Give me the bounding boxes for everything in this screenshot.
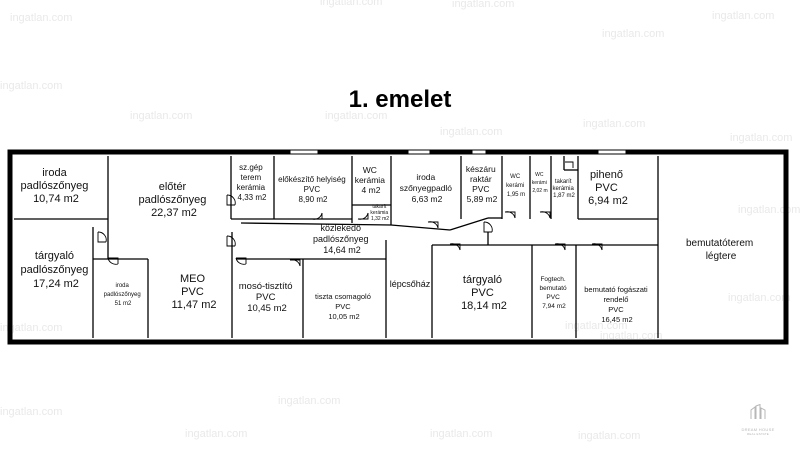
room-meo: MEO PVC 11,47 m2 — [171, 273, 216, 311]
watermark-text: ingatlan.com — [325, 110, 388, 122]
door-icon — [591, 243, 603, 251]
watermark-text: ingatlan.com — [320, 0, 383, 8]
watermark-text: ingatlan.com — [440, 126, 503, 138]
door-icon — [539, 211, 551, 219]
door-icon — [226, 235, 236, 247]
door-marks — [97, 161, 603, 267]
room-wc-1: WC kerámia 4 m2 — [355, 165, 388, 195]
room-wc-2: WC kerámi 1,95 m — [506, 174, 526, 198]
door-icon — [449, 243, 461, 251]
room-fogaszati-rendelo: bemutató fogászati rendelő PVC 16,45 m2 — [584, 285, 649, 324]
watermark-text: ingatlan.com — [730, 132, 793, 144]
watermark-text: ingatlan.com — [130, 110, 193, 122]
floor-title: 1. emelet — [348, 86, 452, 113]
door-icon — [427, 221, 439, 229]
room-targyalo-1: tárgyaló padlószőnyeg 17,24 m2 — [21, 250, 92, 290]
watermark-text: ingatlan.com — [602, 28, 665, 40]
room-bemutatoterem: bemutatóterem légtere — [686, 238, 756, 262]
door-icon — [565, 161, 574, 168]
room-wc-3: WC kerámi 2,02 m — [532, 172, 548, 194]
room-piheno: pihenő PVC 6,94 m2 — [588, 169, 628, 207]
logo-brand: DREAM HOUSE — [741, 427, 775, 432]
watermark-text: ingatlan.com — [0, 406, 63, 418]
watermark-text: ingatlan.com — [278, 395, 341, 407]
watermark-text: ingatlan.com — [565, 320, 628, 332]
door-icon — [357, 212, 369, 220]
watermark-text: ingatlan.com — [430, 428, 493, 440]
logo-subtitle: REAL ESTATE — [747, 432, 769, 436]
room-takarito-1: takarít kerámia 1,32 m2 — [370, 204, 389, 222]
door-icon — [289, 259, 301, 267]
door-icon — [107, 257, 119, 265]
building-icon — [750, 403, 766, 419]
room-targyalo-2: tárgyaló PVC 18,14 m2 — [461, 274, 507, 312]
room-iroda-2: iroda szőnyegpadló 6,63 m2 — [400, 172, 455, 204]
watermark-text: ingatlan.com — [712, 10, 775, 22]
watermark-text: ingatlan.com — [0, 322, 63, 334]
watermark-text: ingatlan.com — [452, 0, 515, 10]
room-lepcsohaz: lépcsőház — [390, 279, 431, 289]
door-icon — [483, 221, 493, 233]
room-elokeszito: előkészítő helyiség PVC 8,90 m2 — [278, 175, 348, 204]
room-takarito-2: takarít kerámia 1,87 m2 — [552, 179, 575, 199]
watermark-text: ingatlan.com — [728, 292, 791, 304]
room-fogtech-bemutato: Fogtech. bemutató PVC 7,94 m2 — [540, 276, 569, 310]
room-tiszta-csomagolo: tiszta csomagoló PVC 10,05 m2 — [315, 292, 373, 321]
door-icon — [235, 257, 247, 265]
room-eloter: előtér padlószőnyeg 22,37 m2 — [139, 181, 210, 219]
window-marks — [289, 149, 627, 155]
watermark-text: ingatlan.com — [0, 80, 63, 92]
door-icon — [226, 194, 236, 206]
door-icon — [504, 211, 516, 219]
room-iroda-1: iroda padlószőnyeg 10,74 m2 — [21, 167, 92, 205]
room-szgep-terem: sz.gép terem kerámia 4,33 m2 — [237, 163, 268, 202]
watermark-text: ingatlan.com — [583, 118, 646, 130]
room-kozlekedo: közlekedő padlószőnyeg 14,64 m2 — [313, 223, 371, 255]
room-moso-tisztito: mosó-tisztító PVC 10,45 m2 — [239, 281, 296, 314]
outer-wall — [7, 149, 789, 345]
interior-walls — [14, 156, 659, 338]
watermark-text: ingatlan.com — [600, 330, 663, 342]
watermark-text: ingatlan.com — [185, 428, 248, 440]
room-keszaru-raktar: készáru raktár PVC 5,89 m2 — [466, 164, 498, 204]
door-icon — [554, 243, 566, 251]
dream-house-logo: DREAM HOUSE REAL ESTATE — [733, 403, 783, 436]
door-icon — [97, 231, 107, 243]
watermark-text: ingatlan.com — [10, 12, 73, 24]
door-icon — [311, 212, 323, 220]
room-labels: iroda padlószőnyeg 10,74 m2 előtér padló… — [21, 163, 756, 324]
room-iroda-3: iroda padlószőnyeg 51 m2 — [104, 283, 143, 307]
watermark-text: ingatlan.com — [578, 430, 641, 442]
